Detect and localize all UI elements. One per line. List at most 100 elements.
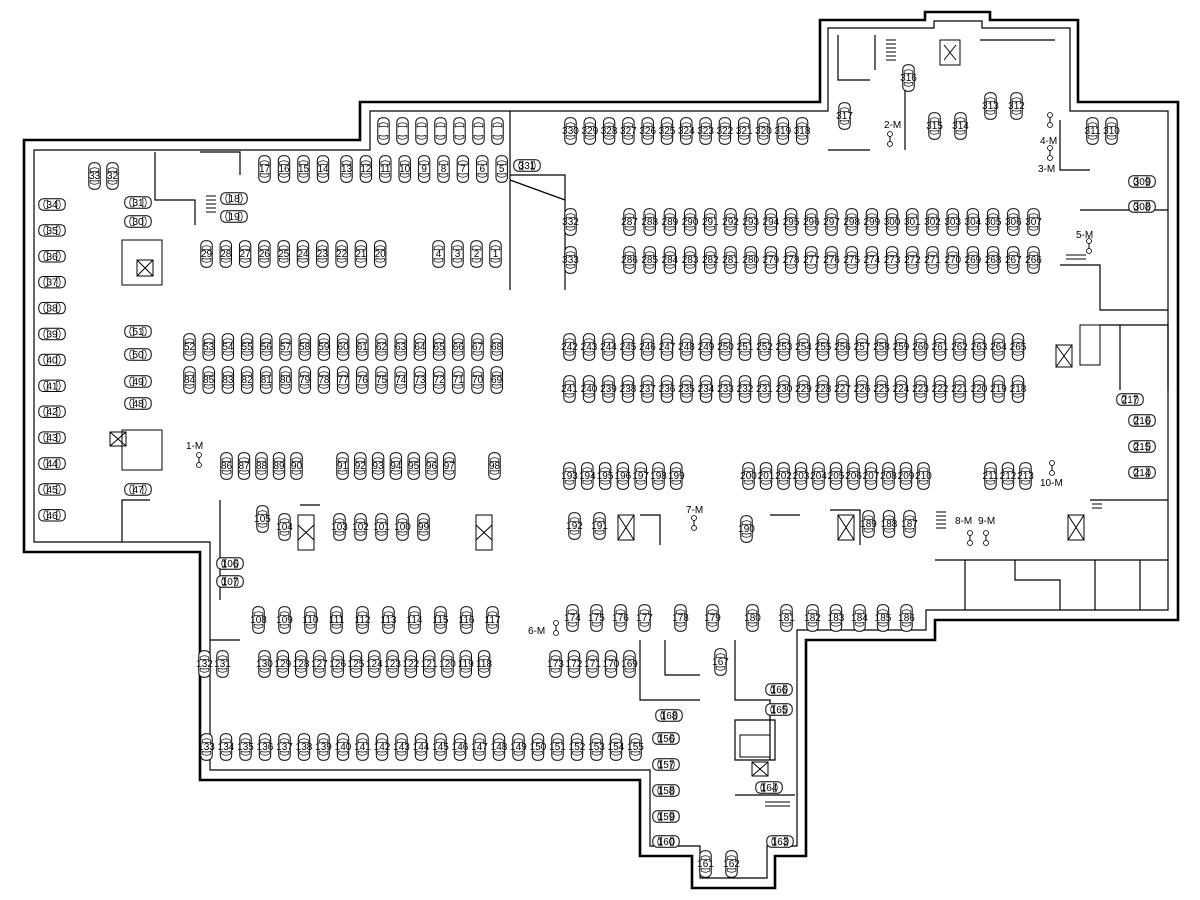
spot-number: 79 (299, 375, 311, 386)
spot-number: 197 (632, 471, 649, 482)
spot-number: 12 (360, 164, 372, 175)
spot-number: 134 (218, 742, 235, 753)
spot-number: 83 (222, 375, 234, 386)
spot-number: 154 (608, 742, 625, 753)
spot-number: 160 (658, 837, 675, 848)
motorcycle-icon (1049, 460, 1055, 476)
spot-number: 155 (627, 742, 644, 753)
spot-number: 50 (132, 350, 144, 361)
spot-number: 71 (453, 375, 465, 386)
spot-number: 307 (1025, 217, 1042, 228)
spot-number: 290 (682, 217, 699, 228)
spot-number: 120 (439, 659, 456, 670)
spot-number: 78 (318, 375, 330, 386)
spot-number: 315 (926, 121, 943, 132)
spot-number: 247 (659, 342, 676, 353)
spot-number: 84 (184, 375, 196, 386)
spot-number: 239 (600, 384, 617, 395)
spot-number: 66 (453, 342, 465, 353)
spot-number: 214 (1134, 468, 1151, 479)
spot-number: 42 (46, 407, 58, 418)
spot-number: 77 (338, 375, 350, 386)
spot-number: 267 (1005, 255, 1022, 266)
spot-number: 299 (864, 217, 881, 228)
spot-number: 68 (491, 342, 503, 353)
spot-number: 289 (662, 217, 679, 228)
spot-number: 284 (662, 255, 679, 266)
motorcycle-icon (196, 452, 202, 468)
spot-number: 199 (668, 471, 685, 482)
spot-number: 184 (851, 613, 868, 624)
motorcycle-spot-label: 2-M (884, 120, 901, 131)
spot-number: 301 (904, 217, 921, 228)
spot-number: 275 (843, 255, 860, 266)
spot-number: 109 (276, 615, 293, 626)
spot-number: 217 (1122, 395, 1139, 406)
spot-number: 87 (238, 461, 250, 472)
spot-number: 95 (408, 461, 420, 472)
spot-number: 255 (815, 342, 832, 353)
spot-number: 67 (472, 342, 484, 353)
spot-number: 224 (893, 384, 910, 395)
spot-number: 19 (228, 212, 240, 223)
spot-number: 234 (698, 384, 715, 395)
spot-number: 288 (641, 217, 658, 228)
spot-number: 36 (46, 252, 58, 263)
spot-number: 39 (46, 330, 58, 341)
motorcycle-spot-label: 5-M (1076, 230, 1093, 241)
spot-number: 53 (203, 342, 215, 353)
spot-number: 153 (588, 742, 605, 753)
spot-number: 220 (971, 384, 988, 395)
spot-number: 278 (783, 255, 800, 266)
spot-number: 11 (380, 164, 391, 175)
spot-number: 64 (414, 342, 426, 353)
spot-number: 321 (736, 126, 753, 137)
spot-number: 24 (297, 249, 309, 260)
spot-number: 20 (375, 249, 387, 260)
spot-number: 332 (562, 217, 579, 228)
spot-number: 310 (1103, 126, 1120, 137)
spot-number: 48 (132, 399, 144, 410)
spot-number: 26 (259, 249, 271, 260)
spot-number: 157 (658, 760, 675, 771)
spot-number: 55 (242, 342, 254, 353)
spot-number: 119 (458, 659, 474, 670)
spot-number: 261 (932, 342, 949, 353)
spot-number: 201 (758, 471, 775, 482)
spot-number: 305 (985, 217, 1002, 228)
spot-number: 233 (717, 384, 734, 395)
spot-number: 246 (639, 342, 656, 353)
spot-number: 183 (828, 613, 845, 624)
motorcycle-icon (967, 530, 973, 546)
spot-number: 254 (795, 342, 812, 353)
spot-number: 293 (742, 217, 759, 228)
spot-number: 218 (1010, 384, 1027, 395)
spot-number: 215 (1134, 442, 1151, 453)
spot-number: 333 (562, 255, 579, 266)
spot-number: 31 (132, 198, 144, 209)
spot-number: 303 (944, 217, 961, 228)
spot-number: 187 (901, 519, 918, 530)
spot-number: 204 (810, 471, 827, 482)
spot-number: 5 (499, 164, 505, 175)
spot-number: 104 (276, 522, 293, 533)
spot-number: 207 (863, 471, 880, 482)
spot-number: 237 (639, 384, 656, 395)
spot-number: 7 (460, 164, 466, 175)
spot-number: 145 (432, 742, 449, 753)
spot-number: 209 (898, 471, 915, 482)
spot-number: 180 (744, 613, 761, 624)
spot-number: 251 (737, 342, 754, 353)
spot-number: 91 (337, 461, 349, 472)
spot-number: 331 (519, 161, 536, 172)
spot-number: 114 (407, 615, 423, 626)
spot-number: 253 (776, 342, 793, 353)
spot-number: 3 (455, 249, 461, 260)
spot-number: 103 (331, 522, 348, 533)
car-icon (396, 117, 409, 145)
spot-number: 193 (561, 471, 578, 482)
spot-number: 190 (738, 524, 755, 535)
spot-number: 90 (291, 461, 303, 472)
spot-number: 274 (864, 255, 881, 266)
